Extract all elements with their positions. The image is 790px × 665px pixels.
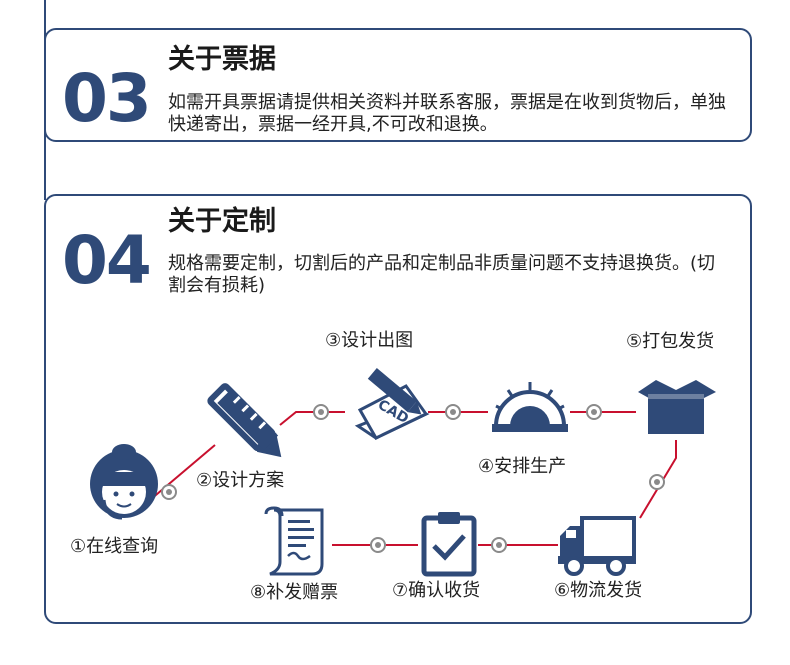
invoice-scroll-icon bbox=[264, 506, 324, 576]
flow-step-label-8: ⑧补发赠票 bbox=[250, 582, 339, 603]
section-number-03: 03 bbox=[62, 60, 152, 137]
section-title-invoice: 关于票据 bbox=[168, 44, 276, 75]
flow-step-label-4: ④安排生产 bbox=[478, 456, 567, 477]
section-title-custom: 关于定制 bbox=[168, 206, 276, 237]
flow-step-label-3: ③设计出图 bbox=[325, 330, 414, 351]
connector-2-3 bbox=[279, 411, 345, 426]
flow-step-label-1: ①在线查询 bbox=[70, 536, 159, 557]
section-number-04: 04 bbox=[62, 222, 152, 299]
flow-step-label-6: ⑥物流发货 bbox=[554, 580, 643, 601]
flow-step-label-5: ⑤打包发货 bbox=[626, 331, 715, 352]
connector-5-6 bbox=[639, 440, 677, 519]
connector-1-2 bbox=[149, 444, 216, 501]
clipboard-check-icon bbox=[421, 512, 477, 577]
section-text-custom: 规格需要定制，切割后的产品和定制品非质量问题不支持退换货。(切割会有损耗) bbox=[168, 253, 716, 296]
package-box-icon bbox=[638, 380, 716, 434]
flow-step-label-7: ⑦确认收货 bbox=[392, 580, 481, 601]
protractor-icon bbox=[492, 382, 568, 432]
delivery-truck-icon bbox=[558, 516, 636, 576]
section-text-invoice: 如需开具票据请提供相关资料并联系客服，票据是在收到货物后，单独快递寄出，票据一经… bbox=[168, 92, 726, 135]
flow-step-label-2: ②设计方案 bbox=[196, 470, 285, 491]
customer-service-icon bbox=[90, 444, 158, 520]
section-card-invoice bbox=[44, 28, 752, 142]
pencil-ruler-icon bbox=[207, 383, 282, 458]
cad-drawing-icon: CAD bbox=[354, 368, 430, 440]
